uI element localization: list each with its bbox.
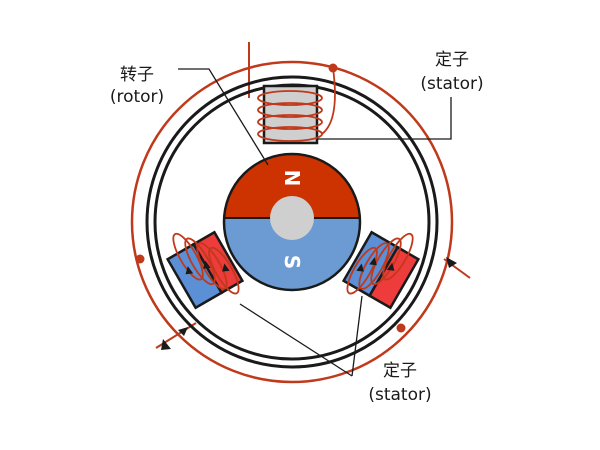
stator-bottom-label-cn: 定子 [383, 361, 417, 381]
callout-rotor [178, 68, 269, 166]
stator-top-label-en: (stator) [420, 74, 483, 94]
rotor-label-cn: 转子 [120, 65, 154, 85]
pole-label-south: S [280, 255, 304, 269]
arrow-left-lead [161, 339, 171, 350]
outer-circuit-wire [130, 60, 454, 384]
rotor: N S [222, 152, 362, 292]
callout-stator-bottom-right [351, 295, 363, 377]
stator-core-left-red [191, 230, 245, 295]
rotor-label-en: (rotor) [110, 87, 164, 107]
arrow-outer-wire [178, 327, 188, 336]
rotor-shaft [270, 196, 314, 240]
arrow-right-lead [446, 257, 457, 268]
wire-junction-left [135, 254, 145, 264]
stator-bottom-label-en: (stator) [368, 385, 431, 405]
stator-housing-outer [145, 75, 439, 369]
coil-left [172, 232, 240, 295]
stator-left [165, 230, 245, 310]
callout-stator-top [317, 97, 452, 140]
rotor-outline [222, 152, 362, 292]
pole-label-north: N [280, 170, 304, 187]
stator-top-label-cn: 定子 [435, 50, 469, 70]
callout-stator-bottom-left [239, 303, 353, 377]
wire-junction-bottom-right [396, 323, 406, 333]
stator-top [257, 67, 336, 145]
stator-right [341, 230, 421, 310]
coil-top [257, 67, 336, 142]
